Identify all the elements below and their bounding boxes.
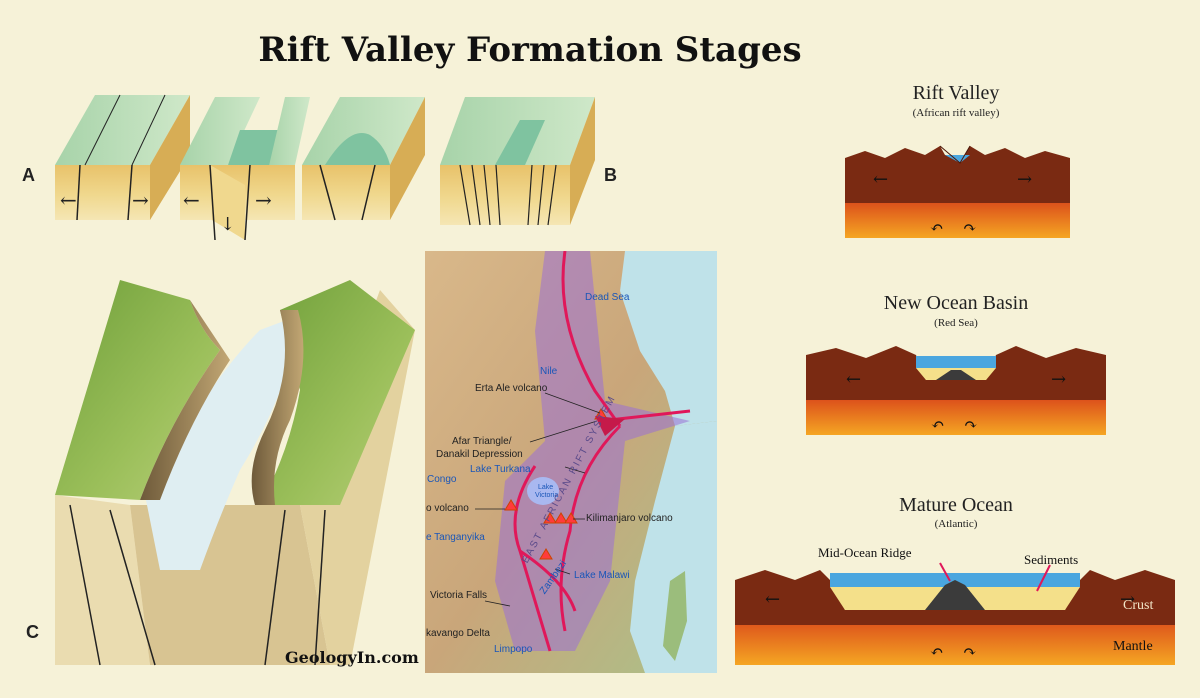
- site-brand: GeologyIn.com: [285, 648, 419, 667]
- label-mantle: Mantle: [1113, 639, 1153, 654]
- stage-2-title: New Ocean Basin: [883, 292, 1029, 314]
- label-dead-sea: Dead Sea: [585, 292, 630, 303]
- stage-2-new-ocean-diagram: ← → ↶ ↷: [806, 346, 1106, 435]
- svg-text:←: ←: [873, 169, 888, 190]
- label-limpopo: Limpopo: [494, 644, 533, 655]
- svg-text:→: →: [1051, 369, 1066, 390]
- svg-text:→: →: [1120, 589, 1135, 610]
- block-a-left: ← →: [55, 94, 190, 221]
- block-a-valley: [302, 97, 425, 221]
- label-volcano-left: o volcano: [426, 503, 469, 514]
- label-lake-victoria-2: Victoria: [535, 492, 559, 499]
- page-title: Rift Valley Formation Stages: [258, 30, 802, 70]
- label-tanganyika: e Tanganyika: [426, 532, 485, 543]
- rift-valley-block-diagram: [55, 280, 415, 666]
- block-a-graben: ← ↓ →: [180, 97, 310, 241]
- label-lake-malawi: Lake Malawi: [574, 570, 630, 581]
- label-sediments: Sediments: [1024, 552, 1079, 567]
- svg-text:→: →: [132, 188, 149, 212]
- panel-label-c: C: [26, 622, 39, 642]
- svg-text:←: ←: [183, 188, 200, 212]
- svg-text:↷: ↷: [964, 415, 977, 434]
- label-lake-victoria-1: Lake: [538, 484, 554, 491]
- label-afar-1: Afar Triangle/: [452, 436, 512, 447]
- label-congo: Congo: [427, 474, 457, 485]
- svg-text:↷: ↷: [963, 218, 976, 237]
- label-erta-ale: Erta Ale volcano: [475, 383, 548, 394]
- east-africa-rift-map: [425, 251, 717, 673]
- stage-3-subtitle: (Atlantic): [934, 518, 978, 530]
- block-b-stepped: [440, 97, 595, 226]
- fault-blocks-diagram: ← → ← ↓ →: [55, 94, 595, 241]
- label-lake-turkana: Lake Turkana: [470, 464, 531, 475]
- stage-1-title: Rift Valley: [912, 82, 1000, 104]
- panel-label-a: A: [22, 165, 35, 185]
- label-okavango: kavango Delta: [426, 628, 490, 639]
- label-afar-2: Danakil Depression: [436, 449, 523, 460]
- label-crust: Crust: [1123, 598, 1154, 613]
- label-nile: Nile: [540, 366, 558, 377]
- stage-3-title: Mature Ocean: [899, 494, 1013, 516]
- stage-2-subtitle: (Red Sea): [934, 317, 978, 329]
- svg-text:→: →: [255, 188, 272, 212]
- svg-text:←: ←: [846, 369, 861, 390]
- stage-1-subtitle: (African rift valley): [912, 107, 1000, 119]
- svg-text:↶: ↶: [931, 415, 944, 434]
- label-victoria-falls: Victoria Falls: [430, 590, 488, 601]
- svg-text:↷: ↷: [963, 642, 976, 661]
- svg-text:↶: ↶: [930, 642, 943, 661]
- label-mid-ocean-ridge: Mid-Ocean Ridge: [818, 545, 912, 560]
- svg-text:←: ←: [60, 188, 77, 212]
- svg-text:→: →: [1017, 169, 1032, 190]
- svg-text:↓: ↓: [220, 214, 235, 235]
- stage-1-rift-valley-diagram: ← → ↶ ↷: [845, 145, 1070, 238]
- svg-text:←: ←: [765, 589, 780, 610]
- panel-label-b: B: [604, 165, 617, 185]
- svg-text:↶: ↶: [930, 218, 943, 237]
- stage-3-mature-ocean-diagram: ← → ↶ ↷: [735, 562, 1175, 665]
- label-kilimanjaro: Kilimanjaro volcano: [586, 513, 673, 524]
